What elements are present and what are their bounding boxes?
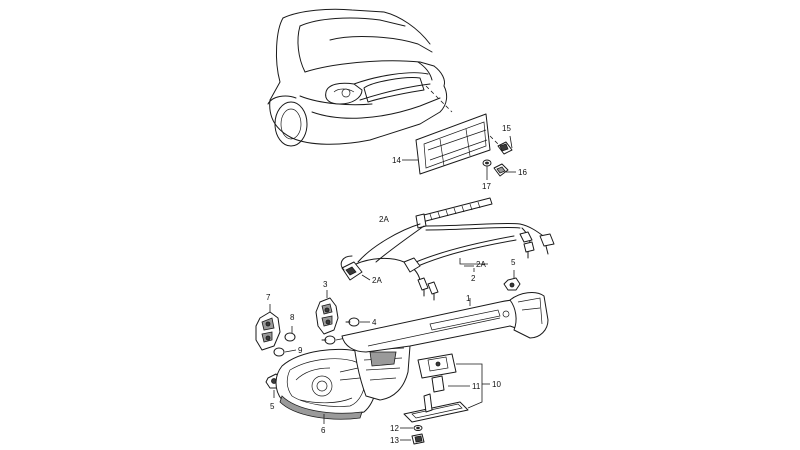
callout-17: 17 xyxy=(482,182,491,191)
callout-2a-right: 2A xyxy=(379,215,389,224)
wiring-harness-part xyxy=(340,197,555,301)
trim-panel-1 xyxy=(341,292,549,353)
washer-17 xyxy=(482,159,492,167)
nut-5-right xyxy=(503,277,521,291)
callout-14: 14 xyxy=(392,156,401,165)
callout-6: 6 xyxy=(321,426,326,435)
callout-5-left: 5 xyxy=(270,402,275,411)
screw-13 xyxy=(411,433,425,445)
clip-nut-16 xyxy=(493,163,509,177)
bulb-holder-7 xyxy=(255,311,281,351)
callout-16: 16 xyxy=(518,168,527,177)
callout-5-right: 5 xyxy=(511,258,516,267)
plate-holder-part xyxy=(415,113,491,175)
bulb-4-lower xyxy=(321,335,336,345)
tail-lamp-6 xyxy=(275,348,378,420)
callout-15: 15 xyxy=(502,124,511,133)
callout-11: 11 xyxy=(472,382,481,391)
bulb-9 xyxy=(273,347,285,357)
car-rear-illustration xyxy=(267,8,448,147)
washer-12 xyxy=(413,425,423,431)
bulb-holder-3 xyxy=(315,297,339,335)
callout-8: 8 xyxy=(290,313,295,322)
callout-12: 12 xyxy=(390,424,399,433)
callout-3: 3 xyxy=(323,280,328,289)
callout-2a-harness: 2A xyxy=(476,260,486,269)
plate-light-lens xyxy=(403,393,469,423)
plate-light-housing-11 xyxy=(417,353,457,393)
bulb-8 xyxy=(284,332,296,342)
callout-9: 9 xyxy=(298,346,303,355)
callout-2: 2 xyxy=(471,274,476,283)
callout-2a-left: 2A xyxy=(372,276,382,285)
assembly-dash-line xyxy=(489,135,501,147)
callout-1: 1 xyxy=(466,294,471,303)
screw-15 xyxy=(497,141,513,155)
callout-13: 13 xyxy=(390,436,399,445)
bulb-4-upper xyxy=(345,317,360,327)
callout-10: 10 xyxy=(492,380,501,389)
callout-4-upper: 4 xyxy=(372,318,377,327)
callout-7: 7 xyxy=(266,293,271,302)
assembly-dash-line xyxy=(425,85,453,113)
